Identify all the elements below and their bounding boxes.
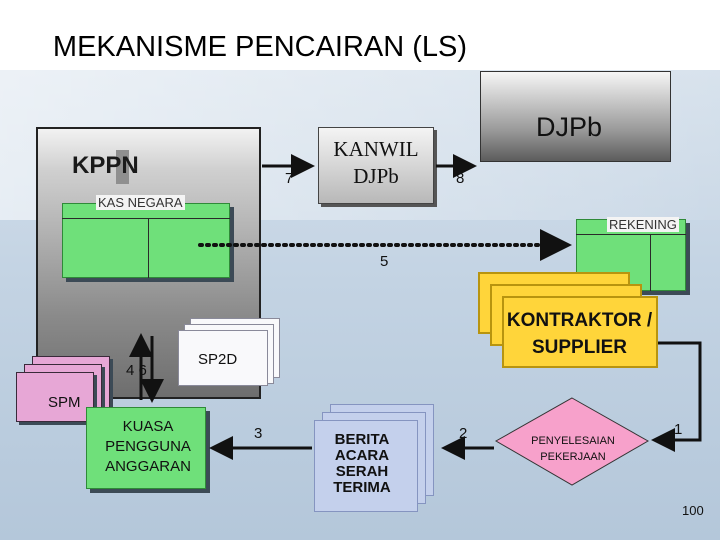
rekening-divider-h (576, 234, 686, 235)
berita-doc-front (314, 420, 418, 512)
step-3-label: 3 (254, 425, 263, 442)
step-8-label: 8 (456, 170, 465, 187)
kpa-label: KUASA PENGGUNA ANGGARAN (105, 418, 191, 475)
rekening-label: REKENING (607, 217, 679, 232)
kontraktor-label: KONTRAKTOR / SUPPLIER (506, 310, 653, 358)
rekening-divider-v (650, 234, 651, 291)
slide-title: MEKANISME PENCAIRAN (LS) (52, 31, 468, 63)
spm-label: SPM (48, 394, 81, 411)
sp2d-doc-front (178, 330, 268, 386)
step-2-label: 2 (459, 425, 468, 442)
kpa-box (86, 407, 206, 489)
kas-negara-divider-v (148, 218, 149, 278)
sp2d-label: SP2D (198, 351, 238, 368)
berita-acara-label: BERITA ACARA SERAH TERIMA (333, 431, 391, 496)
penyelesaian-label: PENYELESAIAN PEKERJAAN (531, 435, 615, 463)
djpb-box (480, 71, 671, 162)
step-1-label: 1 (674, 421, 683, 438)
page-number: 100 (682, 503, 704, 518)
step-5-label: 5 (380, 253, 389, 270)
djpb-label: DJPb (536, 112, 603, 142)
kas-negara-label: KAS NEGARA (96, 195, 185, 210)
spm-doc-front (16, 372, 94, 422)
arrow-1 (651, 341, 702, 452)
kanwil-box (318, 127, 434, 204)
kanwil-label: KANWIL DJPb (333, 137, 419, 188)
kppn-marker (116, 150, 129, 184)
penyelesaian-diamond (494, 397, 650, 486)
step-4-6-label: 4 6 (126, 362, 147, 379)
step-7-label: 7 (285, 170, 294, 187)
kas-negara-box (62, 203, 230, 278)
kppn-label: KPPN (72, 152, 139, 179)
kas-negara-divider-h (62, 218, 230, 219)
kontraktor-box (502, 296, 658, 368)
